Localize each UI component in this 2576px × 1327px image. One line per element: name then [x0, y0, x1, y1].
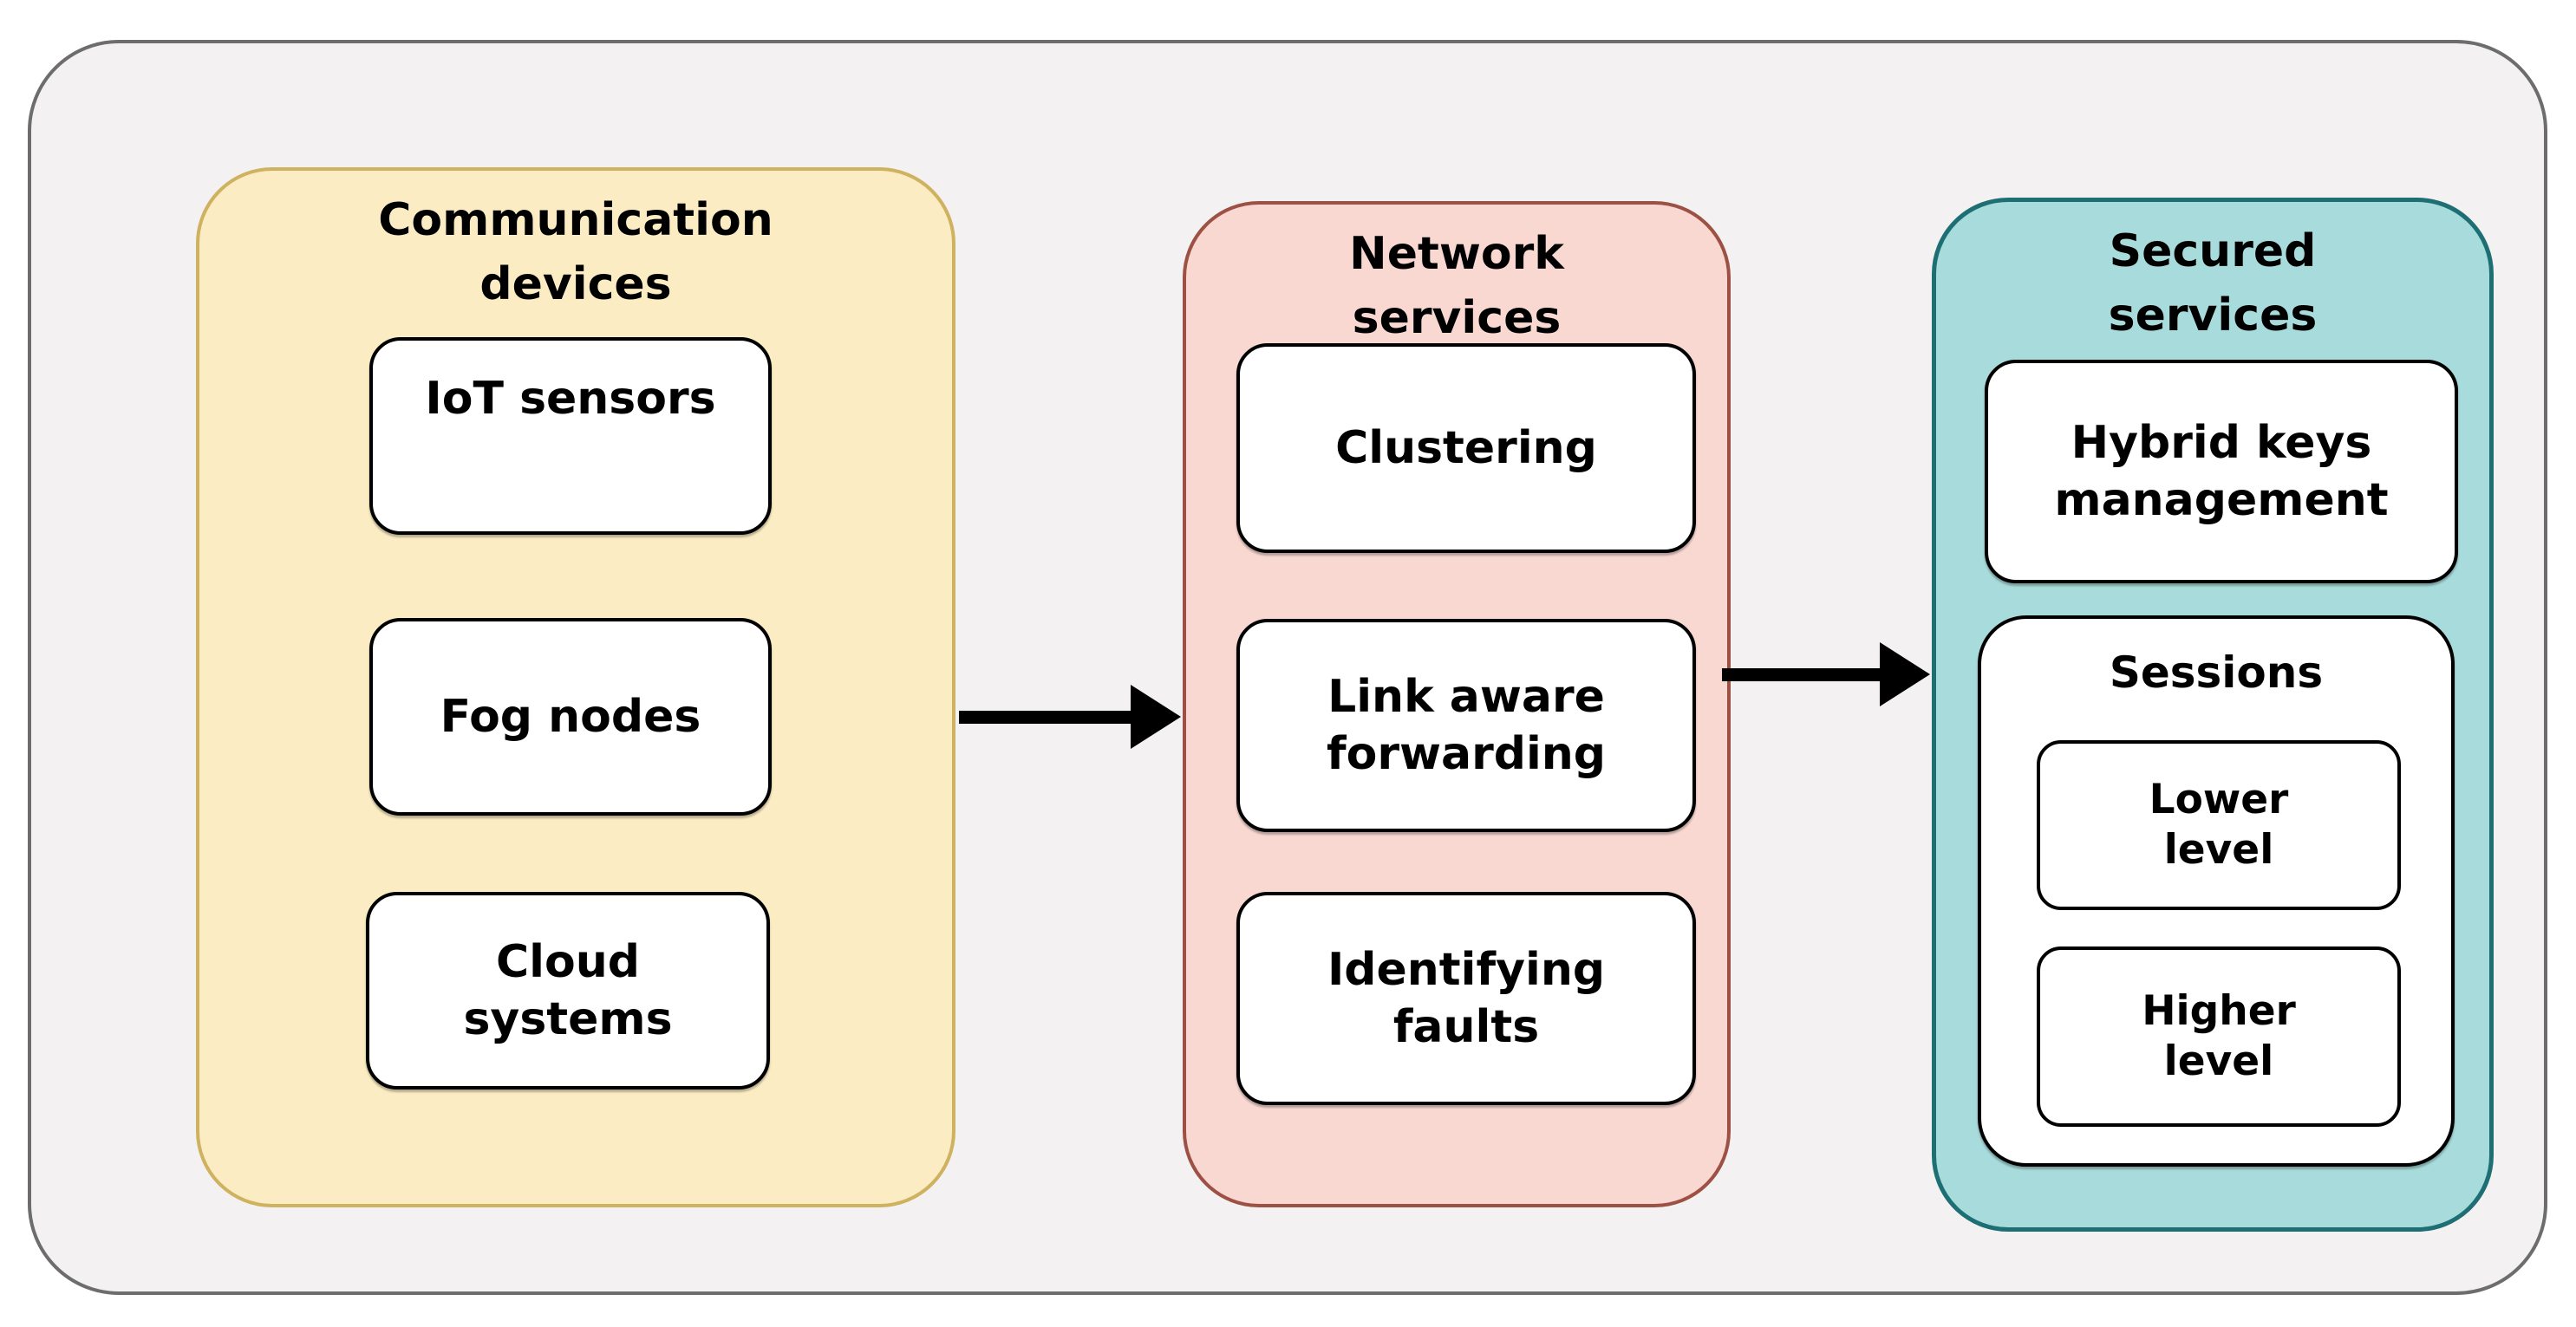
panel-communication-devices: Communication devices IoT sensors Fog no…	[196, 167, 955, 1207]
node-identifying-faults: Identifying faults	[1236, 892, 1696, 1105]
panel-network-services: Network services Clustering Link aware f…	[1183, 201, 1731, 1207]
node-cloud-systems: Cloud systems	[366, 892, 770, 1090]
arrow-head-right-icon	[1880, 642, 1930, 706]
node-label-cloud-systems: Cloud systems	[463, 936, 673, 1045]
node-label-iot-sensors: IoT sensors	[425, 373, 716, 425]
node-lower-level: Lower level	[2037, 740, 2401, 910]
diagram-outer-frame: Communication devices IoT sensors Fog no…	[28, 40, 2547, 1295]
arrow-shaft	[959, 711, 1136, 724]
node-clustering: Clustering	[1236, 343, 1696, 553]
panel-title-secured-services: Secured services	[2108, 225, 2318, 342]
node-label-lower-level: Lower level	[2149, 776, 2289, 874]
arrow-shaft	[1722, 668, 1885, 681]
arrow-head-right-icon	[1131, 685, 1181, 749]
node-hybrid-keys-management: Hybrid keys management	[1985, 360, 2458, 583]
node-iot-sensors: IoT sensors	[369, 337, 772, 535]
panel-title-communication-devices: Communication devices	[378, 194, 773, 310]
node-label-higher-level: Higher level	[2142, 987, 2296, 1085]
panel-title-network-services: Network services	[1349, 228, 1564, 344]
node-sessions: Sessions Lower level Higher level	[1978, 615, 2455, 1167]
node-label-identifying-faults: Identifying faults	[1327, 944, 1606, 1053]
node-link-aware-forwarding: Link aware forwarding	[1236, 619, 1696, 832]
node-label-hybrid-keys-management: Hybrid keys management	[2054, 417, 2389, 526]
node-label-link-aware-forwarding: Link aware forwarding	[1326, 671, 1607, 780]
node-label-sessions: Sessions	[2109, 647, 2324, 698]
node-label-fog-nodes: Fog nodes	[440, 691, 701, 743]
node-label-clustering: Clustering	[1335, 422, 1597, 474]
node-fog-nodes: Fog nodes	[369, 618, 772, 816]
node-higher-level: Higher level	[2037, 946, 2401, 1127]
panel-secured-services: Secured services Hybrid keys management …	[1932, 198, 2494, 1232]
